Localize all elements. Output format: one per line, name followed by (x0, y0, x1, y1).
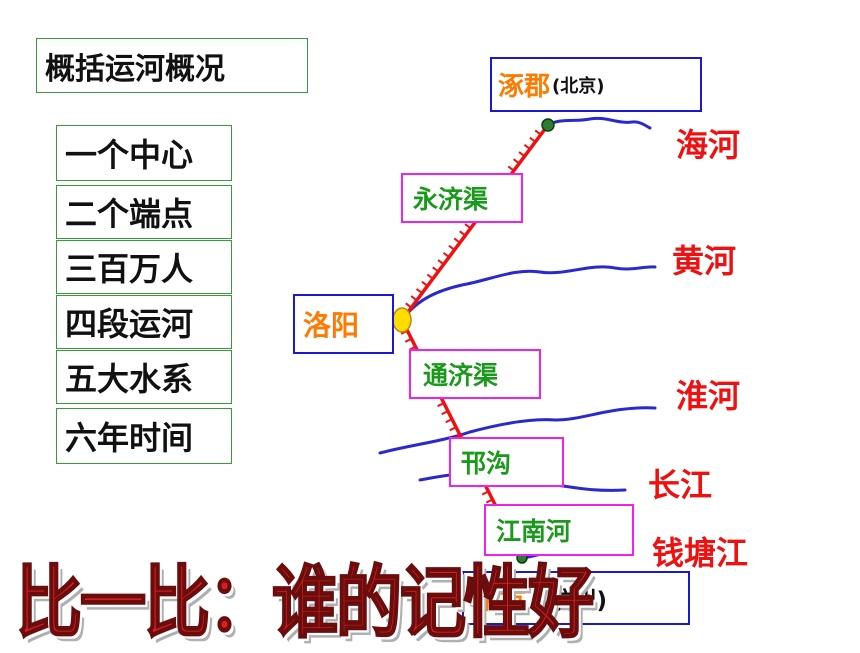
summary-text: 三百万人 (65, 250, 194, 288)
summary-text: 六年时间 (65, 419, 194, 457)
canal-tick (453, 237, 461, 244)
canal-tick (415, 288, 423, 294)
canal-tick (481, 490, 489, 496)
city-alias: (杭州) (540, 588, 608, 614)
canal-label-hangou: 邗沟 (449, 437, 564, 487)
city-node-zhuojun (541, 118, 555, 132)
canal-tick (421, 280, 429, 287)
river-label-qiantang: 钱塘江 (652, 534, 749, 572)
canal-tick (441, 410, 449, 416)
canal-tick (437, 402, 445, 408)
city-name: 洛阳 (303, 309, 360, 342)
canal-name: 通济渠 (423, 361, 499, 390)
canal-label-tongji: 通济渠 (409, 349, 541, 399)
river-line-hai (546, 116, 652, 130)
canal-tick (405, 302, 412, 309)
river-label-changjiang: 长江 (648, 466, 713, 504)
canal-tick (507, 165, 515, 172)
summary-text: 二个端点 (65, 195, 194, 233)
river-line-huai (378, 406, 657, 455)
river-label-hai: 海河 (676, 126, 741, 164)
summary-item-3: 三百万人 (56, 240, 232, 294)
canal-tick (426, 273, 434, 280)
canal-name: 邗沟 (461, 449, 512, 478)
canal-tick (459, 230, 466, 237)
city-alias: (北京) (552, 75, 605, 97)
slogan-text: 比一比：谁的记性好 (15, 557, 595, 650)
canal-tick (464, 223, 472, 230)
summary-item-6: 六年时间 (56, 408, 232, 464)
canal-tick (534, 129, 542, 136)
title-text: 概括运河概况 (45, 51, 225, 87)
canal-tick (410, 295, 418, 302)
river-label-huang: 黄河 (672, 242, 737, 280)
summary-item-5: 五大水系 (56, 350, 232, 404)
canal-name: 江南河 (496, 517, 572, 546)
canal-tick (437, 259, 445, 266)
canal-tick (442, 252, 450, 258)
river-label-huai: 淮河 (676, 377, 741, 415)
city-box-zhuojun: 涿郡 (北京) (490, 57, 702, 112)
city-name: 涿郡 (498, 72, 551, 102)
summary-text: 一个中心 (65, 136, 194, 174)
canal-tick (485, 498, 493, 504)
canal-label-jiangnan: 江南河 (484, 504, 634, 556)
canal-tick (404, 337, 412, 343)
city-box-yuhang: 余杭 (杭州) (462, 571, 690, 625)
canal-tick (513, 158, 520, 165)
city-box-luoyang: 洛阳 (293, 294, 394, 354)
canal-tick (523, 144, 531, 150)
summary-item-2: 二个端点 (56, 185, 232, 239)
summary-text: 四段运河 (65, 305, 194, 343)
canal-name: 永济渠 (413, 185, 489, 214)
city-name: 余杭 (474, 585, 527, 616)
river-line-huang (400, 265, 657, 322)
canal-label-yongji: 永济渠 (401, 173, 523, 223)
summary-text: 五大水系 (65, 360, 194, 398)
summary-item-4: 四段运河 (56, 295, 232, 349)
title-box: 概括运河概况 (36, 38, 308, 93)
canal-tick (445, 418, 453, 424)
canal-tick (518, 151, 526, 158)
canal-tick (432, 266, 439, 273)
canal-tick (529, 136, 537, 143)
canal-tick (448, 244, 456, 251)
city-node-luoyang (392, 307, 412, 333)
canal-tick (449, 426, 457, 432)
summary-item-1: 一个中心 (56, 125, 232, 181)
